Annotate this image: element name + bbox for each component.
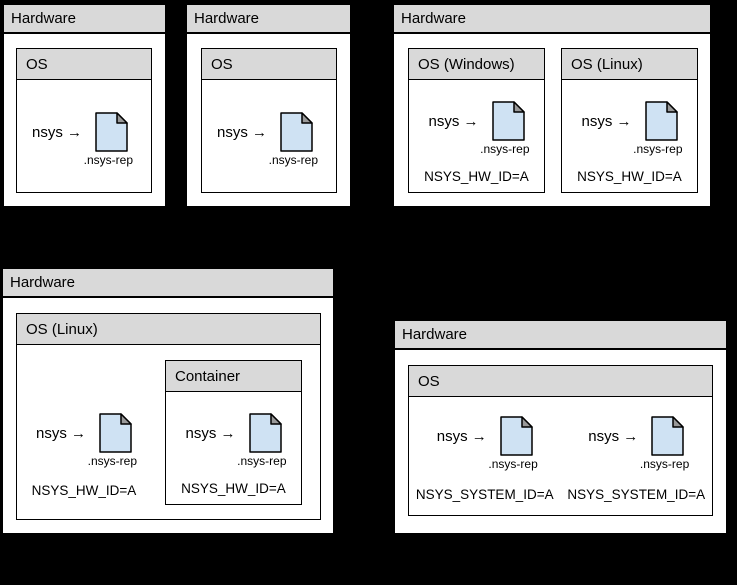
env-var-label: NSYS_HW_ID=A (181, 481, 286, 496)
nsys-group: nsys → .nsys-rep (35, 413, 137, 468)
file-extension-label: .nsys-rep (633, 142, 683, 156)
container-header: Container (166, 361, 301, 392)
os-box: OS nsys → .nsys-rep (16, 48, 152, 193)
nsys-rep-file-icon: .nsys-rep (269, 112, 318, 167)
file-extension-label: .nsys-rep (480, 142, 530, 156)
hardware-label: Hardware (402, 326, 468, 343)
os-linux-content: nsys → .nsys-rep NSYS_HW_ID=A Container (17, 345, 320, 519)
nsys-group: nsys → .nsys-rep (217, 112, 318, 167)
os-windows-box: OS (Windows) nsys → .nsys-rep NSYS_HW_ID… (408, 48, 545, 193)
os-box: OS nsys → .nsys-rep (201, 48, 337, 193)
nsys-group: nsys → .nsys-rep (428, 101, 530, 156)
container-content: nsys → .nsys-rep NSYS_HW_ID=A (166, 392, 301, 504)
nsys-command-label: nsys → (185, 424, 236, 442)
container-label: Container (175, 367, 241, 385)
os-linux-header: OS (Linux) (562, 49, 697, 80)
hardware-label: Hardware (401, 10, 467, 27)
hardware-box-bottom-left: Hardware OS (Linux) nsys → .nsys-rep NS (1, 267, 335, 535)
nsys-rep-file-icon: .nsys-rep (237, 413, 287, 468)
env-var-label: NSYS_HW_ID=A (577, 169, 682, 184)
os-linux-label: OS (Linux) (26, 320, 98, 338)
os-linux-header: OS (Linux) (17, 314, 320, 345)
nsys-group: nsys → .nsys-rep (185, 413, 287, 468)
os-windows-content: nsys → .nsys-rep NSYS_HW_ID=A (409, 80, 544, 192)
hardware-header: Hardware (395, 321, 726, 350)
env-var-label: NSYS_HW_ID=A (424, 169, 529, 184)
nsys-command-label: nsys → (217, 123, 268, 141)
hardware-header: Hardware (187, 5, 350, 34)
hardware-box-top-left: Hardware OS nsys → .nsys-rep (2, 3, 167, 208)
nsys-command-label: nsys → (428, 112, 479, 130)
hardware-label: Hardware (11, 10, 77, 27)
file-extension-label: .nsys-rep (87, 454, 137, 468)
hardware-label: Hardware (10, 274, 76, 291)
nsys-rep-file-icon: .nsys-rep (88, 413, 137, 468)
file-extension-label: .nsys-rep (488, 457, 538, 471)
os-windows-header: OS (Windows) (409, 49, 544, 80)
hardware-header: Hardware (394, 5, 710, 34)
file-extension-label: .nsys-rep (237, 454, 287, 468)
os-windows-label: OS (Windows) (418, 55, 515, 73)
env-var-label: NSYS_SYSTEM_ID=A (415, 487, 554, 502)
os-label: OS (211, 55, 233, 73)
nsys-instance-group: nsys → .nsys-rep NSYS_SYSTEM_ID=A (561, 397, 713, 515)
hardware-header: Hardware (4, 5, 165, 34)
os-linux-box: OS (Linux) nsys → .nsys-rep NSYS_HW_ID=A (561, 48, 698, 193)
hardware-header: Hardware (3, 269, 333, 298)
os-header: OS (202, 49, 336, 80)
nsys-instance-group: nsys → .nsys-rep NSYS_SYSTEM_ID=A (409, 397, 561, 515)
os-linux-label: OS (Linux) (571, 55, 643, 73)
nsys-rep-file-icon: .nsys-rep (640, 416, 689, 471)
host-process-group: nsys → .nsys-rep NSYS_HW_ID=A (17, 345, 151, 519)
nsys-rep-file-icon: .nsys-rep (480, 101, 530, 156)
hardware-box-bottom-right: Hardware OS nsys → .nsys-rep NSYS_SYSTE (393, 319, 728, 535)
file-extension-label: .nsys-rep (639, 457, 690, 471)
os-header: OS (409, 366, 712, 397)
hardware-box-top-middle: Hardware OS nsys → .nsys-rep (185, 3, 352, 208)
os-label: OS (26, 55, 48, 73)
nsys-rep-file-icon: .nsys-rep (84, 112, 133, 167)
nsys-command-label: nsys → (35, 424, 86, 442)
env-var-label: NSYS_HW_ID=A (31, 483, 137, 498)
nsys-rep-file-icon: .nsys-rep (633, 101, 683, 156)
os-label: OS (418, 372, 440, 390)
os-box: OS nsys → .nsys-rep NSYS_SYSTEM_ID=A (408, 365, 713, 516)
os-header: OS (17, 49, 151, 80)
nsys-rep-file-icon: .nsys-rep (488, 416, 538, 471)
file-extension-label: .nsys-rep (83, 153, 134, 167)
nsys-command-label: nsys → (436, 427, 487, 445)
nsys-command-label: nsys → (581, 112, 632, 130)
os-content: nsys → .nsys-rep (202, 80, 336, 192)
os-content: nsys → .nsys-rep NSYS_SYSTEM_ID=A nsys → (409, 397, 712, 515)
nsys-command-label: nsys → (32, 123, 83, 141)
hardware-label: Hardware (194, 10, 260, 27)
env-var-label: NSYS_SYSTEM_ID=A (567, 487, 706, 502)
os-linux-box: OS (Linux) nsys → .nsys-rep NSYS_HW_ID=A (16, 313, 321, 520)
file-extension-label: .nsys-rep (268, 153, 319, 167)
nsys-group: nsys → .nsys-rep (32, 112, 133, 167)
os-content: nsys → .nsys-rep (17, 80, 151, 192)
nsys-group: nsys → .nsys-rep (581, 101, 683, 156)
hardware-box-top-right: Hardware OS (Windows) nsys → .nsys-rep (392, 3, 712, 208)
nsys-group: nsys → .nsys-rep (436, 416, 538, 471)
hardware-content: OS (Windows) nsys → .nsys-rep NSYS_HW_ID… (394, 34, 710, 193)
nsys-command-label: nsys → (588, 427, 639, 445)
nsys-group: nsys → .nsys-rep (588, 416, 689, 471)
os-linux-content: nsys → .nsys-rep NSYS_HW_ID=A (562, 80, 697, 192)
container-box: Container nsys → .nsys-rep NSYS_HW (165, 360, 302, 505)
